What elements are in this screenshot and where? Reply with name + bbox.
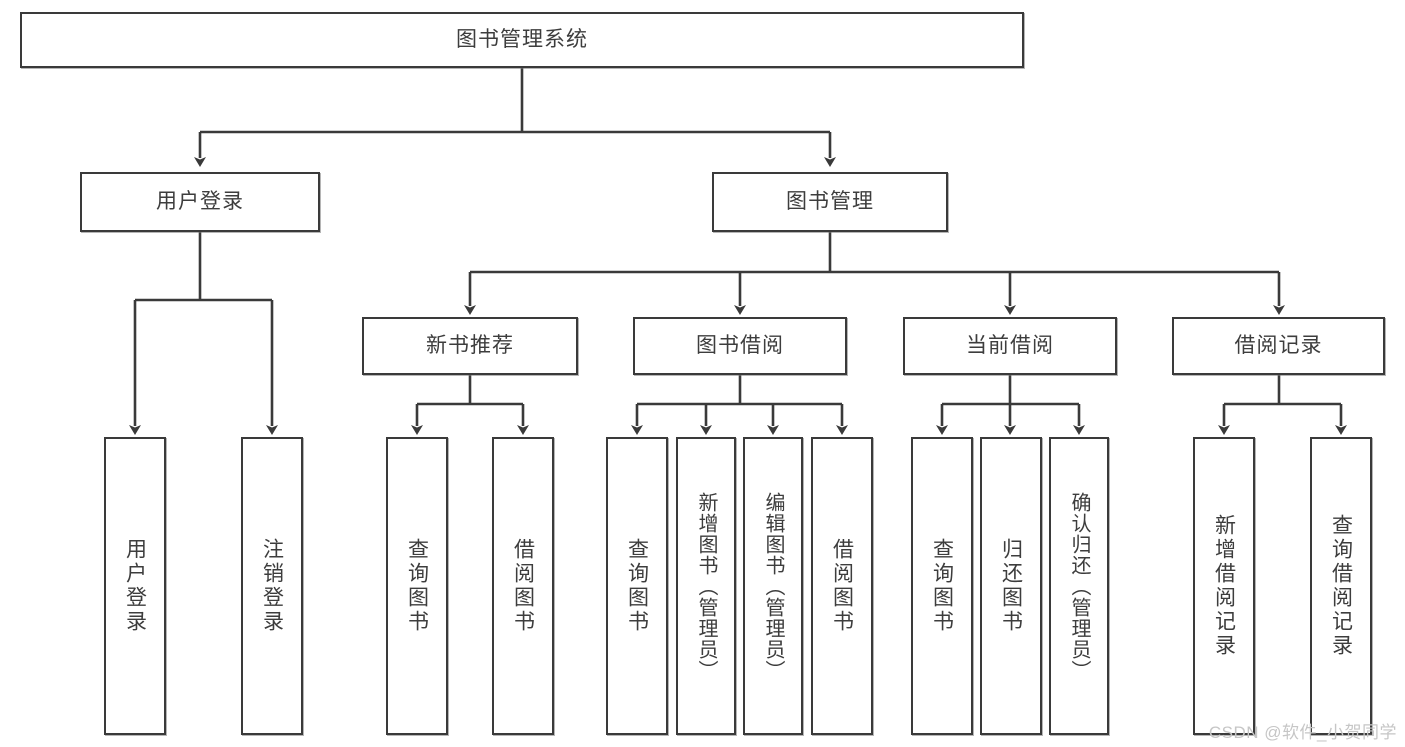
node-label: 图书管理系统 [456,28,588,52]
leaf-user-login-login[interactable]: 用户登录 [104,437,166,735]
node-label: 新增图书（管理员） [695,491,717,681]
leaf-book-borrow-query-book[interactable]: 查询图书 [606,437,668,735]
leaf-new-book-borrow-book[interactable]: 借阅图书 [492,437,554,735]
node-label: 用户登录 [156,190,244,214]
node-label: 图书借阅 [696,334,784,358]
node-label: 借阅记录 [1234,334,1323,358]
node-current-borrow[interactable]: 当前借阅 [903,317,1117,375]
leaf-book-borrow-edit-book-admin[interactable]: 编辑图书（管理员） [743,437,803,735]
node-label: 用户登录 [123,538,147,634]
node-label: 查询借阅记录 [1329,514,1353,658]
node-label: 确认归还（管理员） [1068,491,1090,681]
leaf-user-login-logout[interactable]: 注销登录 [241,437,303,735]
node-label: 编辑图书（管理员） [762,491,784,681]
leaf-current-borrow-return-book[interactable]: 归还图书 [980,437,1042,735]
leaf-borrow-record-query-record[interactable]: 查询借阅记录 [1310,437,1372,735]
node-label: 查询图书 [405,538,429,634]
node-label: 当前借阅 [966,334,1054,358]
leaf-current-borrow-query-book[interactable]: 查询图书 [911,437,973,735]
node-label: 新增借阅记录 [1212,514,1236,658]
leaf-borrow-record-add-record[interactable]: 新增借阅记录 [1193,437,1255,735]
node-label: 图书管理 [786,190,874,214]
leaf-new-book-query-book[interactable]: 查询图书 [386,437,448,735]
leaf-book-borrow-borrow-book[interactable]: 借阅图书 [811,437,873,735]
node-book-borrow[interactable]: 图书借阅 [633,317,847,375]
node-label: 新书推荐 [426,334,514,358]
node-label: 查询图书 [930,538,954,634]
node-root-book-management-system[interactable]: 图书管理系统 [20,12,1024,68]
node-label: 查询图书 [625,538,649,634]
node-book-management[interactable]: 图书管理 [712,172,948,232]
node-label: 借阅图书 [830,538,854,634]
leaf-book-borrow-add-book-admin[interactable]: 新增图书（管理员） [676,437,736,735]
leaf-current-borrow-confirm-return-admin[interactable]: 确认归还（管理员） [1049,437,1109,735]
node-borrow-record[interactable]: 借阅记录 [1172,317,1385,375]
csdn-watermark: CSDN @软件_小贺同学 [1208,723,1397,742]
node-label: 注销登录 [260,538,284,634]
node-label: 借阅图书 [511,538,535,634]
node-label: 归还图书 [999,538,1023,634]
node-new-book-recommend[interactable]: 新书推荐 [362,317,578,375]
node-user-login[interactable]: 用户登录 [80,172,320,232]
